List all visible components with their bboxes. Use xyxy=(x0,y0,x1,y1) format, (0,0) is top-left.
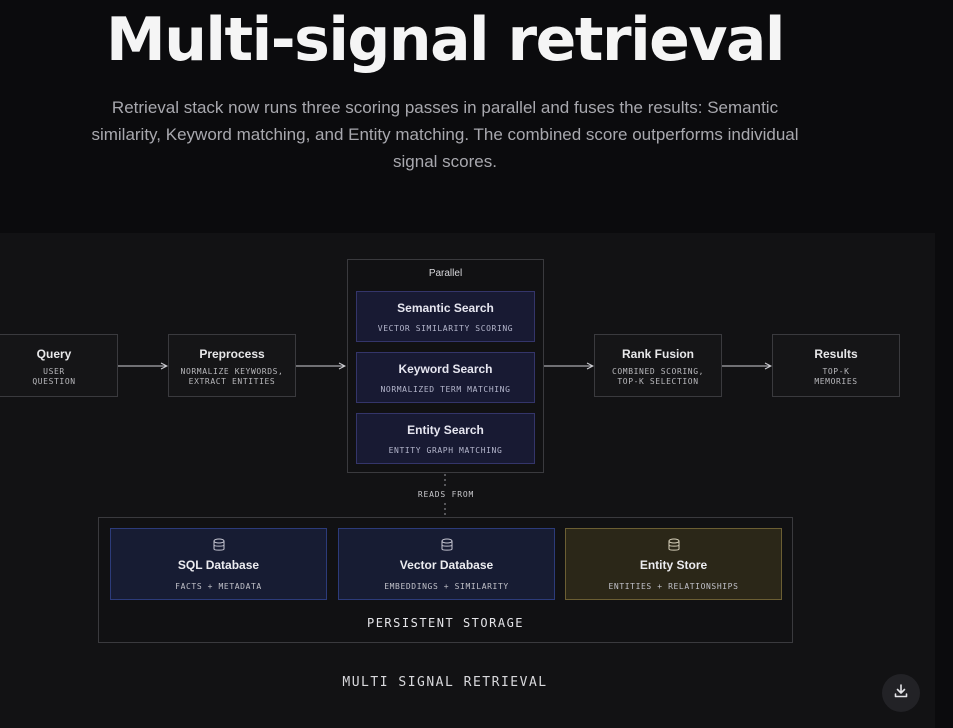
entity-store-node: Entity Store ENTITIES + RELATIONSHIPS xyxy=(565,528,782,600)
results-subtitle: TOP-K MEMORIES xyxy=(814,367,858,386)
entity-store-title: Entity Store xyxy=(639,558,708,572)
preprocess-subtitle: NORMALIZE KEYWORDS, EXTRACT ENTITIES xyxy=(180,367,284,386)
entity-search-subtitle: ENTITY GRAPH MATCHING xyxy=(388,446,503,455)
diagram-caption: MULTI SIGNAL RETRIEVAL xyxy=(342,675,548,690)
page-title: Multi-signal retrieval xyxy=(105,5,786,75)
keyword-search-node: Keyword Search NORMALIZED TERM MATCHING xyxy=(356,352,535,403)
keyword-search-title: Keyword Search xyxy=(398,362,493,376)
preprocess-title: Preprocess xyxy=(199,347,265,361)
persistent-storage-label: PERSISTENT STORAGE xyxy=(366,616,525,630)
entity-search-node: Entity Search ENTITY GRAPH MATCHING xyxy=(356,413,535,464)
reads-from-label: READS FROM xyxy=(417,490,475,499)
database-icon xyxy=(566,538,781,552)
sql-database-title: SQL Database xyxy=(177,558,260,572)
rank-fusion-subtitle: COMBINED SCORING, TOP-K SELECTION xyxy=(611,367,705,386)
results-title: Results xyxy=(814,347,858,361)
persistent-storage-group: SQL Database FACTS + METADATA Vector Dat… xyxy=(98,517,793,643)
download-button[interactable] xyxy=(882,674,920,712)
rank-fusion-node: Rank Fusion COMBINED SCORING, TOP-K SELE… xyxy=(594,334,722,397)
query-node: Query USER QUESTION xyxy=(0,334,118,397)
query-title: Query xyxy=(36,347,72,361)
query-subtitle: USER QUESTION xyxy=(32,367,76,386)
database-icon xyxy=(111,538,326,552)
entity-store-subtitle: ENTITIES + RELATIONSHIPS xyxy=(608,582,739,591)
semantic-search-subtitle: VECTOR SIMILARITY SCORING xyxy=(377,324,514,333)
semantic-search-node: Semantic Search VECTOR SIMILARITY SCORIN… xyxy=(356,291,535,342)
keyword-search-subtitle: NORMALIZED TERM MATCHING xyxy=(380,385,511,394)
entity-search-title: Entity Search xyxy=(407,423,484,437)
parallel-group: Parallel Semantic Search VECTOR SIMILARI… xyxy=(347,259,544,473)
sql-database-node: SQL Database FACTS + METADATA xyxy=(110,528,327,600)
vector-database-title: Vector Database xyxy=(399,558,494,572)
parallel-label: Parallel xyxy=(428,268,463,279)
page-subtitle: Retrieval stack now runs three scoring p… xyxy=(91,98,799,171)
vector-database-node: Vector Database EMBEDDINGS + SIMILARITY xyxy=(338,528,555,600)
database-icon xyxy=(339,538,554,552)
vector-database-subtitle: EMBEDDINGS + SIMILARITY xyxy=(384,582,509,591)
sql-database-subtitle: FACTS + METADATA xyxy=(175,582,262,591)
semantic-search-title: Semantic Search xyxy=(397,301,494,315)
rank-fusion-title: Rank Fusion xyxy=(621,347,694,361)
download-icon xyxy=(893,683,909,704)
preprocess-node: Preprocess NORMALIZE KEYWORDS, EXTRACT E… xyxy=(168,334,296,397)
results-node: Results TOP-K MEMORIES xyxy=(772,334,900,397)
